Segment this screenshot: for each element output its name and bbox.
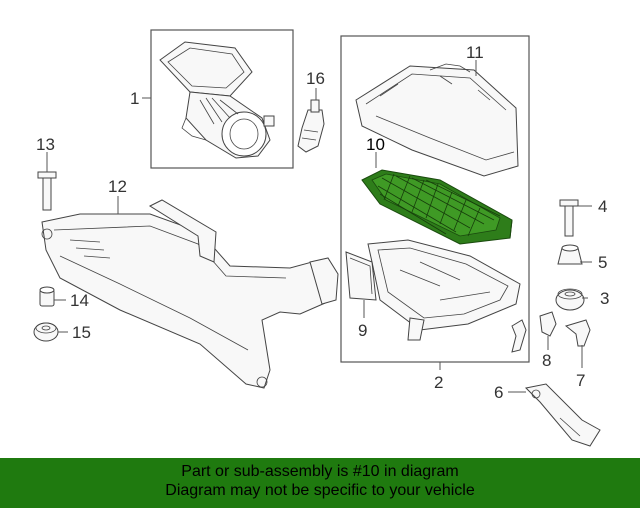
part-12-intake-duct[interactable] bbox=[41, 199, 339, 389]
parts-diagram: 1 2 3 4 5 6 7 8 9 10 11 12 13 14 15 16 bbox=[33, 29, 609, 447]
part-2-air-cleaner-housing[interactable] bbox=[345, 239, 521, 341]
callout-12: 12 bbox=[108, 177, 127, 196]
callout-9: 9 bbox=[358, 321, 367, 340]
part-1-group-box bbox=[150, 29, 294, 169]
part-15-grommet[interactable] bbox=[33, 322, 59, 342]
leader-lines bbox=[46, 60, 592, 393]
part-3-grommet[interactable] bbox=[555, 288, 585, 311]
callout-6: 6 bbox=[494, 383, 503, 402]
part-14-grommet[interactable] bbox=[39, 286, 55, 307]
callout-14: 14 bbox=[70, 291, 89, 310]
callout-8: 8 bbox=[542, 351, 551, 370]
callout-11: 11 bbox=[466, 43, 484, 62]
callout-3: 3 bbox=[600, 289, 609, 308]
callout-7: 7 bbox=[576, 371, 585, 390]
callout-4: 4 bbox=[598, 197, 607, 216]
callout-labels: 1 2 3 4 5 6 7 8 9 10 11 12 13 14 15 16 bbox=[36, 43, 609, 402]
part-8-clip[interactable] bbox=[539, 311, 557, 337]
part-4-bolt[interactable] bbox=[559, 199, 579, 237]
callout-16: 16 bbox=[306, 69, 325, 88]
selection-banner: Part or sub-assembly is #10 in diagram D… bbox=[0, 458, 640, 508]
part-10-air-filter[interactable] bbox=[361, 169, 513, 245]
banner-line-2: Diagram may not be specific to your vehi… bbox=[165, 482, 475, 499]
callout-2: 2 bbox=[434, 373, 443, 392]
callout-10: 10 bbox=[366, 135, 385, 154]
callout-15: 15 bbox=[72, 323, 91, 342]
part-2-group-box bbox=[340, 35, 530, 363]
callout-13: 13 bbox=[36, 135, 55, 154]
callout-5: 5 bbox=[598, 253, 607, 272]
banner-line-1: Part or sub-assembly is #10 in diagram bbox=[181, 463, 459, 480]
part-6-support-bracket[interactable] bbox=[524, 383, 601, 447]
part-16-sensor[interactable] bbox=[297, 99, 325, 153]
callout-1: 1 bbox=[130, 89, 139, 108]
housing-bracket[interactable] bbox=[511, 319, 527, 353]
part-11-air-cleaner-cover[interactable] bbox=[355, 63, 519, 177]
part-13-bolt[interactable] bbox=[37, 171, 57, 211]
part-1-intake-boot[interactable] bbox=[159, 41, 275, 159]
part-7-bracket[interactable] bbox=[564, 319, 591, 347]
part-5-bushing[interactable] bbox=[557, 244, 583, 265]
